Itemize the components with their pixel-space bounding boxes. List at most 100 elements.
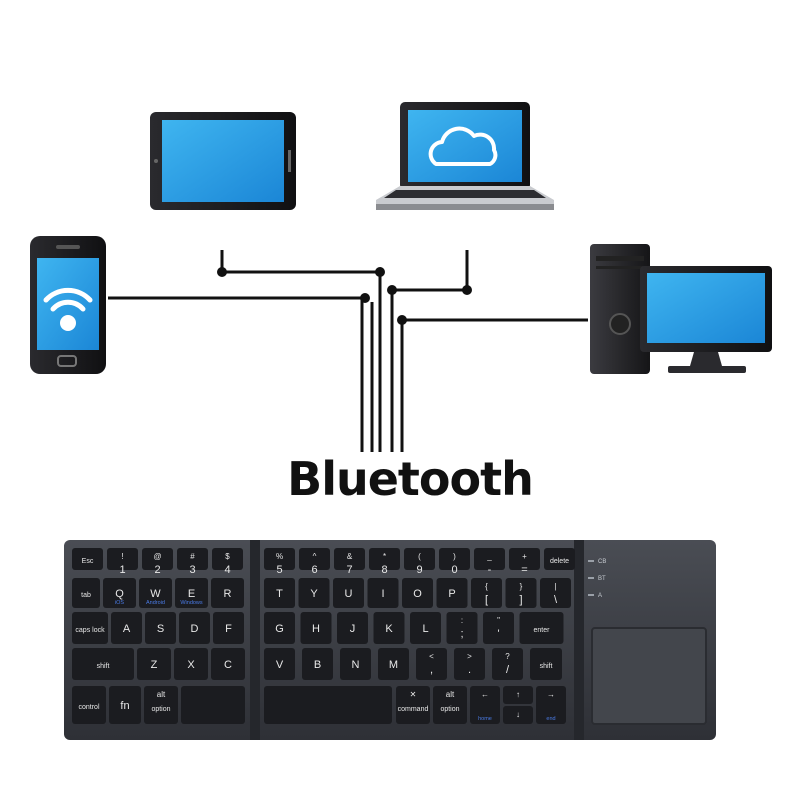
key-legend-secondary: alt [157,690,166,699]
keyboard-key[interactable]: $4 [212,548,243,576]
touchpad[interactable] [591,627,707,725]
keyboard-key[interactable]: alt option [144,686,178,724]
keyboard-key[interactable]: O [402,578,433,608]
keyboard-key[interactable]: !1 [107,548,138,576]
keyboard-key[interactable]: G [264,612,295,644]
key-legend: T [276,588,283,600]
keyboard-key[interactable]: %5 [264,548,295,576]
keyboard-key[interactable]: K [373,612,405,644]
key-legend-secondary: ) [453,552,456,561]
key-legend-secondary: ✕ [410,690,417,699]
key-legend: option [151,706,170,713]
keyboard-key[interactable]: S [145,612,176,644]
key-legend-secondary: : [461,616,463,625]
keyboard-key[interactable]: |\ [540,578,571,608]
key-legend: R [224,588,232,600]
keyboard-key[interactable]: U [333,578,364,608]
keyboard-key[interactable]: J [337,612,368,644]
keyboard-key[interactable]: H [300,612,332,644]
keyboard-key[interactable]: D [179,612,210,644]
keyboard-key[interactable] [181,686,245,724]
keyboard-key[interactable]: I [367,578,399,608]
indicator-led [588,577,594,579]
keyboard-key[interactable]: += [509,548,540,576]
keyboard-key[interactable]: fn [109,686,141,724]
indicator-led [588,560,594,562]
key-legend: . [468,664,471,676]
keyboard-key[interactable]: Y [298,578,330,608]
key-legend: G [275,623,284,635]
key-legend: control [78,704,99,711]
key-legend-secondary: ? [505,652,510,661]
keyboard-hinge-right [574,540,584,740]
keyboard-key[interactable]: shift [72,648,134,680]
keyboard-key[interactable]: ✕ command [396,686,430,724]
indicator-label: BT [598,576,606,582]
keyboard-key[interactable]: shift [530,648,562,680]
key-legend: A [123,623,131,635]
key-legend: enter [534,627,551,634]
key-legend: caps lock [75,627,105,634]
indicator-label: CB [598,559,606,565]
keyboard-key[interactable]: N [340,648,371,680]
keyboard-key[interactable]: &7 [334,548,365,576]
connection-nodes [217,267,472,325]
keyboard-key[interactable]: ^6 [299,548,330,576]
keyboard-key[interactable]: ←home [470,686,500,724]
keyboard-key[interactable] [264,686,392,724]
key-legend-secondary: > [467,652,472,661]
keyboard-key[interactable]: #3 [177,548,208,576]
keyboard-key[interactable]: T [264,578,295,608]
keyboard-key[interactable]: >. [454,648,485,680]
keyboard-key[interactable]: C [211,648,245,680]
keyboard-key[interactable]: V [264,648,295,680]
key-legend: X [187,659,195,671]
keyboard-key[interactable]: ↑ [503,686,533,704]
keyboard-key[interactable]: enter [519,612,564,644]
keyboard-key[interactable]: P [436,578,468,608]
keyboard-key[interactable]: ?/ [492,648,523,680]
keyboard-key[interactable]: :; [446,612,478,644]
keyboard-key[interactable]: F [213,612,244,644]
keyboard-key[interactable]: →end [536,686,566,724]
key-legend-secondary: } [520,582,523,591]
key-legend: D [191,623,199,635]
keyboard-key[interactable]: caps lock [72,612,108,644]
keyboard-key[interactable]: <, [416,648,447,680]
key-legend-secondary: % [276,552,283,561]
key-legend: fn [120,700,129,712]
keyboard-key[interactable]: ↓ [503,706,533,724]
key-legend-blue: home [478,716,492,722]
keyboard-key[interactable]: _- [474,548,505,576]
indicator-label: A [598,593,602,599]
keyboard-key[interactable]: B [302,648,333,680]
keyboard-key[interactable]: control [72,686,106,724]
keyboard-key[interactable]: X [174,648,208,680]
keyboard-key[interactable]: R [211,578,244,608]
key-legend: , [430,664,433,676]
keyboard-key[interactable]: tab [72,578,100,608]
keyboard-key[interactable]: Z [137,648,171,680]
keyboard-key[interactable]: (9 [404,548,435,576]
keyboard-key[interactable]: L [410,612,441,644]
keyboard-key[interactable]: }] [505,578,537,608]
keyboard-key[interactable]: @2 [142,548,173,576]
keyboard-key[interactable]: "' [483,612,514,644]
key-legend: O [413,588,422,600]
key-legend-secondary: { [485,582,488,591]
keyboard-key[interactable]: Esc [72,548,103,570]
keyboard-key[interactable]: )0 [439,548,470,576]
keyboard-key[interactable]: delete [544,548,575,570]
keyboard-key[interactable]: M [378,648,409,680]
key-legend: Q [115,588,124,600]
keyboard-key[interactable]: *8 [369,548,400,576]
keyboard-key[interactable]: A [111,612,142,644]
key-legend: 1 [119,564,125,576]
key-legend: command [398,706,429,713]
keyboard-key[interactable]: {[ [471,578,502,608]
key-legend-secondary: _ [486,552,492,561]
